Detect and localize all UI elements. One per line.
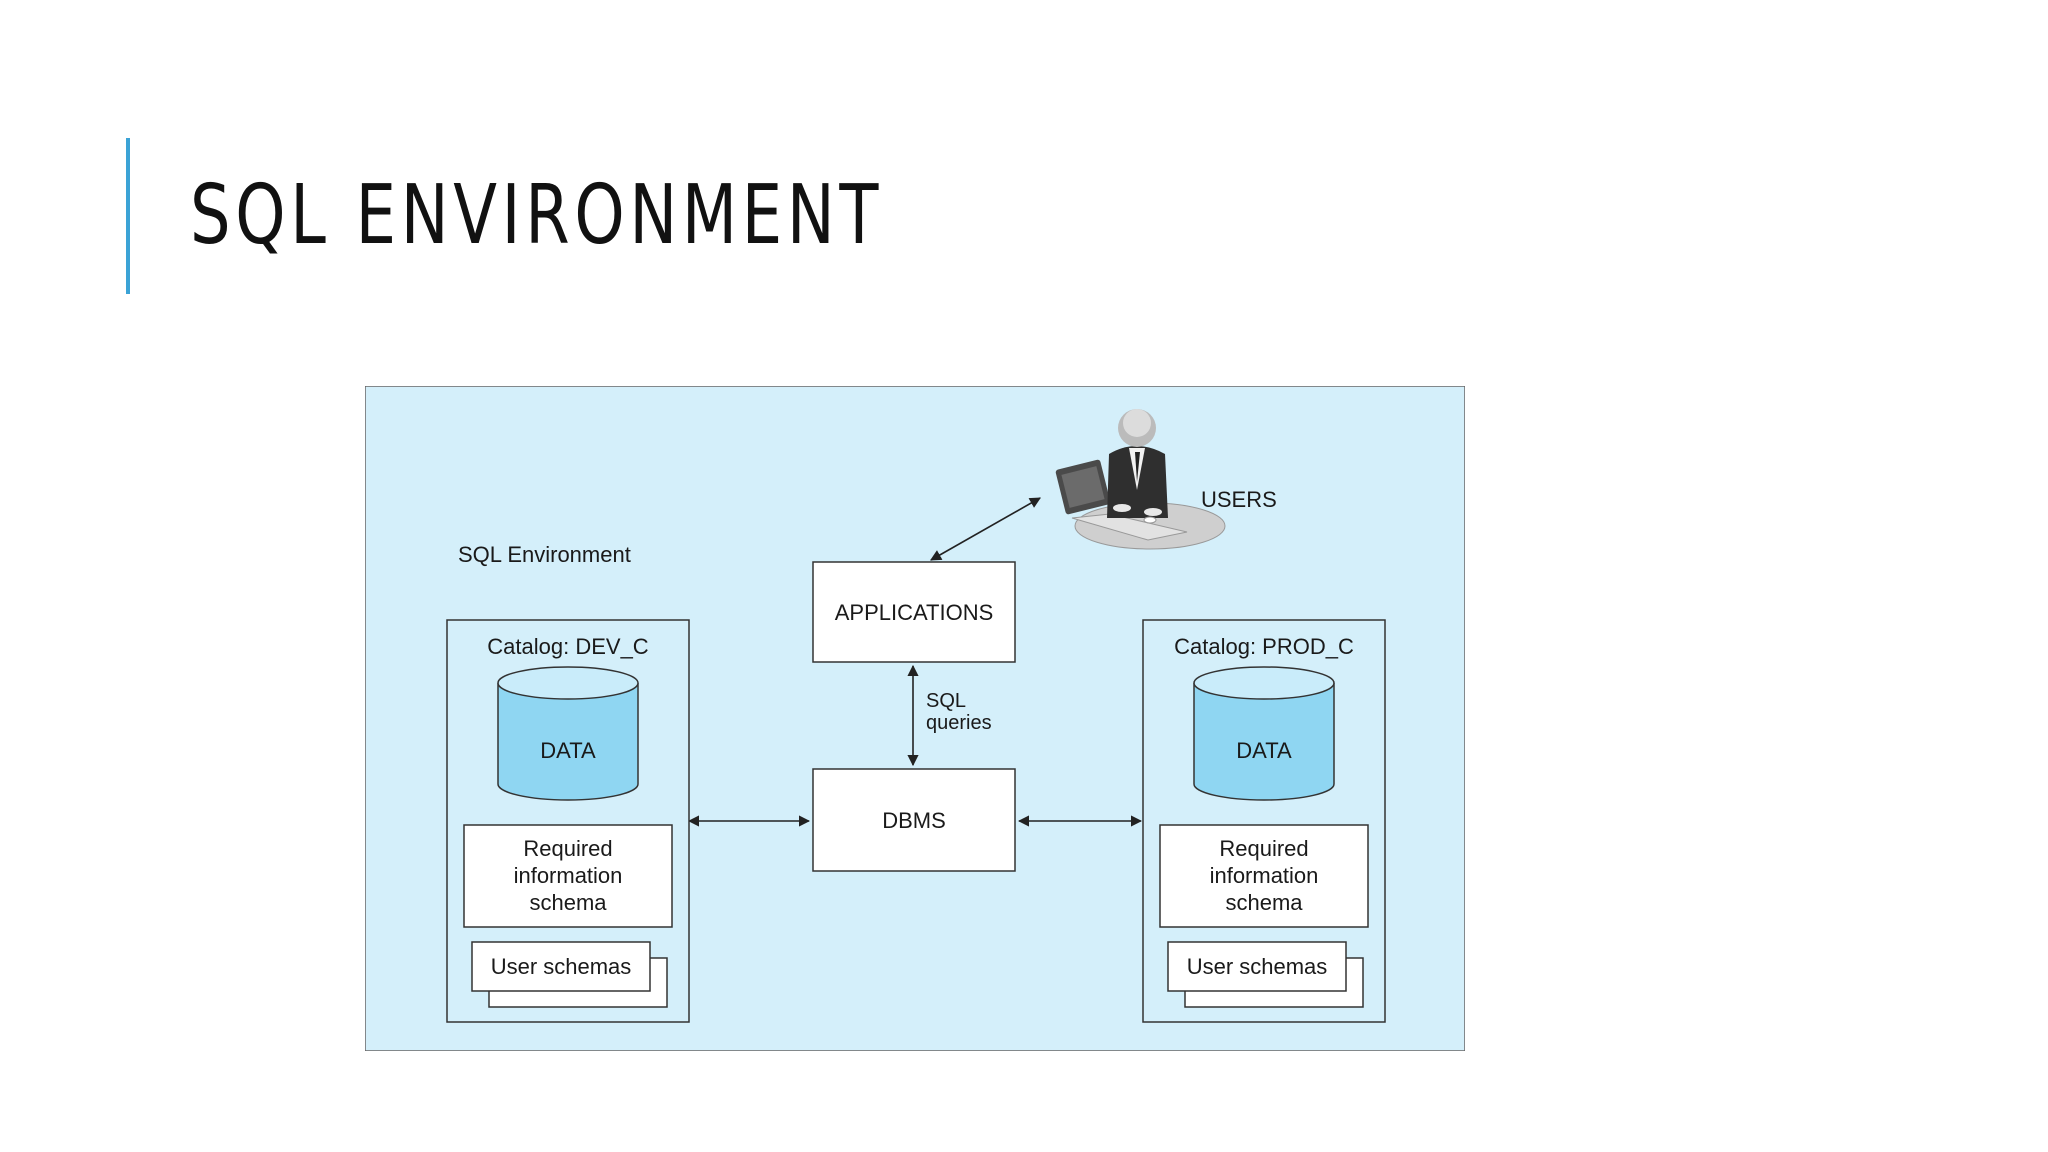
catalog-dev-user-schemas-label: User schemas <box>491 954 632 979</box>
catalog-prod-data-label: DATA <box>1236 738 1292 763</box>
dbms-label: DBMS <box>882 808 946 833</box>
catalog-prod-schema-line3: schema <box>1225 890 1303 915</box>
catalog-prod: Catalog: PROD_C DATA Required informatio… <box>1142 619 1386 1023</box>
catalog-dev-title: Catalog: DEV_C <box>487 634 649 659</box>
catalog-dev-schema-line2: information <box>514 863 623 888</box>
catalog-prod-user-schemas-box <box>1167 941 1347 992</box>
catalog-prod-info-schema-box <box>1159 824 1369 928</box>
catalog-prod-title: Catalog: PROD_C <box>1174 634 1354 659</box>
catalog-dev-schema-line3: schema <box>529 890 607 915</box>
applications-box <box>812 561 1016 663</box>
catalog-dev-data-label: DATA <box>540 738 596 763</box>
sql-environment-diagram: SQL Environment USERS APPLICATIONS SQL q… <box>365 386 1465 1051</box>
sql-queries-label-line2: queries <box>926 712 992 734</box>
catalog-dev-schema-line1: Required <box>523 836 612 861</box>
catalog-prod-data-cylinder <box>1193 666 1335 801</box>
slide-title: SQL ENVIRONMENT <box>190 168 884 263</box>
sql-queries-label-line1: SQL <box>926 690 966 712</box>
environment-label: SQL Environment <box>458 542 631 567</box>
catalog-dev: Catalog: DEV_C DATA Required information… <box>446 619 690 1023</box>
catalog-prod-schema-line2: information <box>1210 863 1319 888</box>
catalog-dev-data-cylinder <box>497 666 639 801</box>
catalog-prod-user-schemas-label: User schemas <box>1187 954 1328 979</box>
catalog-prod-schema-line1: Required <box>1219 836 1308 861</box>
applications-label: APPLICATIONS <box>835 600 994 625</box>
users-applications-arrow <box>930 497 1041 561</box>
users-icon <box>1055 409 1226 550</box>
dbms-box <box>812 768 1016 872</box>
users-label: USERS <box>1201 487 1277 512</box>
catalog-dev-info-schema-box <box>463 824 673 928</box>
catalog-dev-user-schemas-box <box>471 941 651 992</box>
title-accent-bar <box>126 138 130 294</box>
